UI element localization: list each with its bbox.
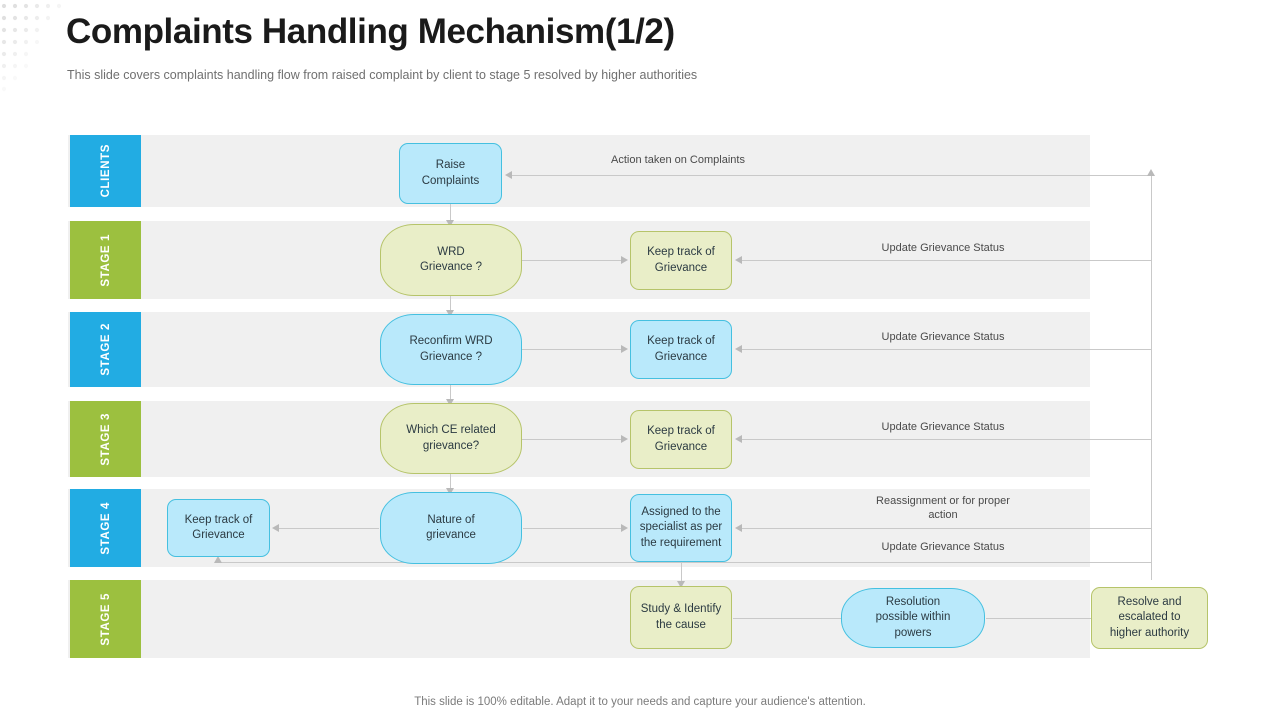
footer-note: This slide is 100% editable. Adapt it to… (414, 696, 866, 708)
lane-band-clients (68, 135, 1090, 207)
node-assigned-to-specialist[interactable]: Assigned to the specialist as per the re… (630, 494, 732, 562)
arrowhead-assigned-to-study (677, 581, 685, 588)
connector-right-riser (1151, 175, 1152, 580)
edge-label-update-status-3: Update Grievance Status (881, 421, 1005, 433)
connector-wrd-to-keeptrack1 (522, 260, 621, 261)
edge-label-update-status-2: Update Grievance Status (881, 331, 1005, 343)
edge-label-update-status-1: Update Grievance Status (881, 242, 1005, 254)
arrowhead-whichce-to-keeptrack3 (621, 435, 628, 443)
lane-tab-label: STAGE 1 (99, 233, 112, 287)
edge-label-update-status-4: Update Grievance Status (881, 541, 1005, 553)
arrowhead-update-status-3 (735, 435, 742, 443)
edge-label-action-taken: Action taken on Complaints (611, 154, 745, 166)
lane-tab-label: STAGE 3 (99, 412, 112, 466)
connector-update-status-2-line (742, 349, 1151, 350)
lane-tab-label: CLIENTS (99, 144, 112, 198)
arrowhead-nature-to-assigned (621, 524, 628, 532)
connector-bottom-return-line (218, 562, 1151, 563)
lane-tab-stage4[interactable]: STAGE 4 (70, 489, 141, 567)
arrowhead-update-status-1 (735, 256, 742, 264)
arrowhead-which-ce-to-nature (446, 488, 454, 495)
lane-tab-label: STAGE 4 (99, 501, 112, 555)
lane-tab-label: STAGE 5 (99, 592, 112, 646)
connector-whichce-to-keeptrack3 (522, 439, 621, 440)
lane-tab-label: STAGE 2 (99, 323, 112, 376)
lane-tab-stage1[interactable]: STAGE 1 (70, 221, 141, 299)
page-subtitle: This slide covers complaints handling fl… (67, 68, 698, 82)
node-resolve-and-escalate[interactable]: Resolve and escalated to higher authorit… (1091, 587, 1208, 649)
connector-resolution-to-resolve (986, 618, 1091, 619)
connector-which-ce-to-nature (450, 473, 451, 492)
lane-tab-stage2[interactable]: STAGE 2 (70, 312, 141, 387)
arrowhead-reassignment (735, 524, 742, 532)
connector-action-taken-line (512, 175, 1151, 176)
arrowhead-bottom-return (214, 556, 222, 563)
connector-wrd-to-reconfirm (450, 296, 451, 314)
arrowhead-wrd-to-reconfirm (446, 310, 454, 317)
arrowhead-reconfirm-to-keeptrack2 (621, 345, 628, 353)
arrowhead-raise-to-wrd (446, 220, 454, 227)
node-resolution-possible-within-powers[interactable]: Resolution possible within powers (841, 588, 985, 648)
arrowhead-reconfirm-to-which-ce (446, 399, 454, 406)
connector-study-to-resolution (733, 618, 841, 619)
node-nature-of-grievance[interactable]: Nature of grievance (380, 492, 522, 564)
arrowhead-nature-to-keeptrack4 (272, 524, 279, 532)
connector-assigned-to-study (681, 562, 682, 585)
node-keep-track-grievance-2[interactable]: Keep track of Grievance (630, 320, 732, 379)
connector-update-status-3-line (742, 439, 1151, 440)
arrowhead-wrd-to-keeptrack1 (621, 256, 628, 264)
node-wrd-grievance[interactable]: WRD Grievance ? (380, 224, 522, 296)
node-study-and-identify-cause[interactable]: Study & Identify the cause (630, 586, 732, 649)
connector-reassignment-line (742, 528, 1151, 529)
connector-nature-to-keeptrack4 (279, 528, 379, 529)
connector-raise-to-wrd (450, 204, 451, 223)
connector-reconfirm-to-keeptrack2 (522, 349, 621, 350)
node-keep-track-grievance-1[interactable]: Keep track of Grievance (630, 231, 732, 290)
connector-update-status-1-line (742, 260, 1151, 261)
connector-nature-to-assigned (523, 528, 621, 529)
node-which-ce-related-grievance[interactable]: Which CE related grievance? (380, 403, 522, 474)
lane-tab-stage5[interactable]: STAGE 5 (70, 580, 141, 658)
node-keep-track-grievance-4[interactable]: Keep track of Grievance (167, 499, 270, 557)
lane-tab-stage3[interactable]: STAGE 3 (70, 401, 141, 477)
node-raise-complaints[interactable]: Raise Complaints (399, 143, 502, 204)
page-title: Complaints Handling Mechanism(1/2) (66, 12, 675, 51)
connector-reconfirm-to-which-ce (450, 384, 451, 403)
arrowhead-action-taken (505, 171, 512, 179)
node-keep-track-grievance-3[interactable]: Keep track of Grievance (630, 410, 732, 469)
arrowhead-update-status-2 (735, 345, 742, 353)
node-reconfirm-wrd-grievance[interactable]: Reconfirm WRD Grievance ? (380, 314, 522, 385)
edge-label-reassignment: Reassignment or for proper action (876, 495, 1010, 522)
lane-tab-clients[interactable]: CLIENTS (70, 135, 141, 207)
arrowhead-right-riser (1147, 169, 1155, 176)
